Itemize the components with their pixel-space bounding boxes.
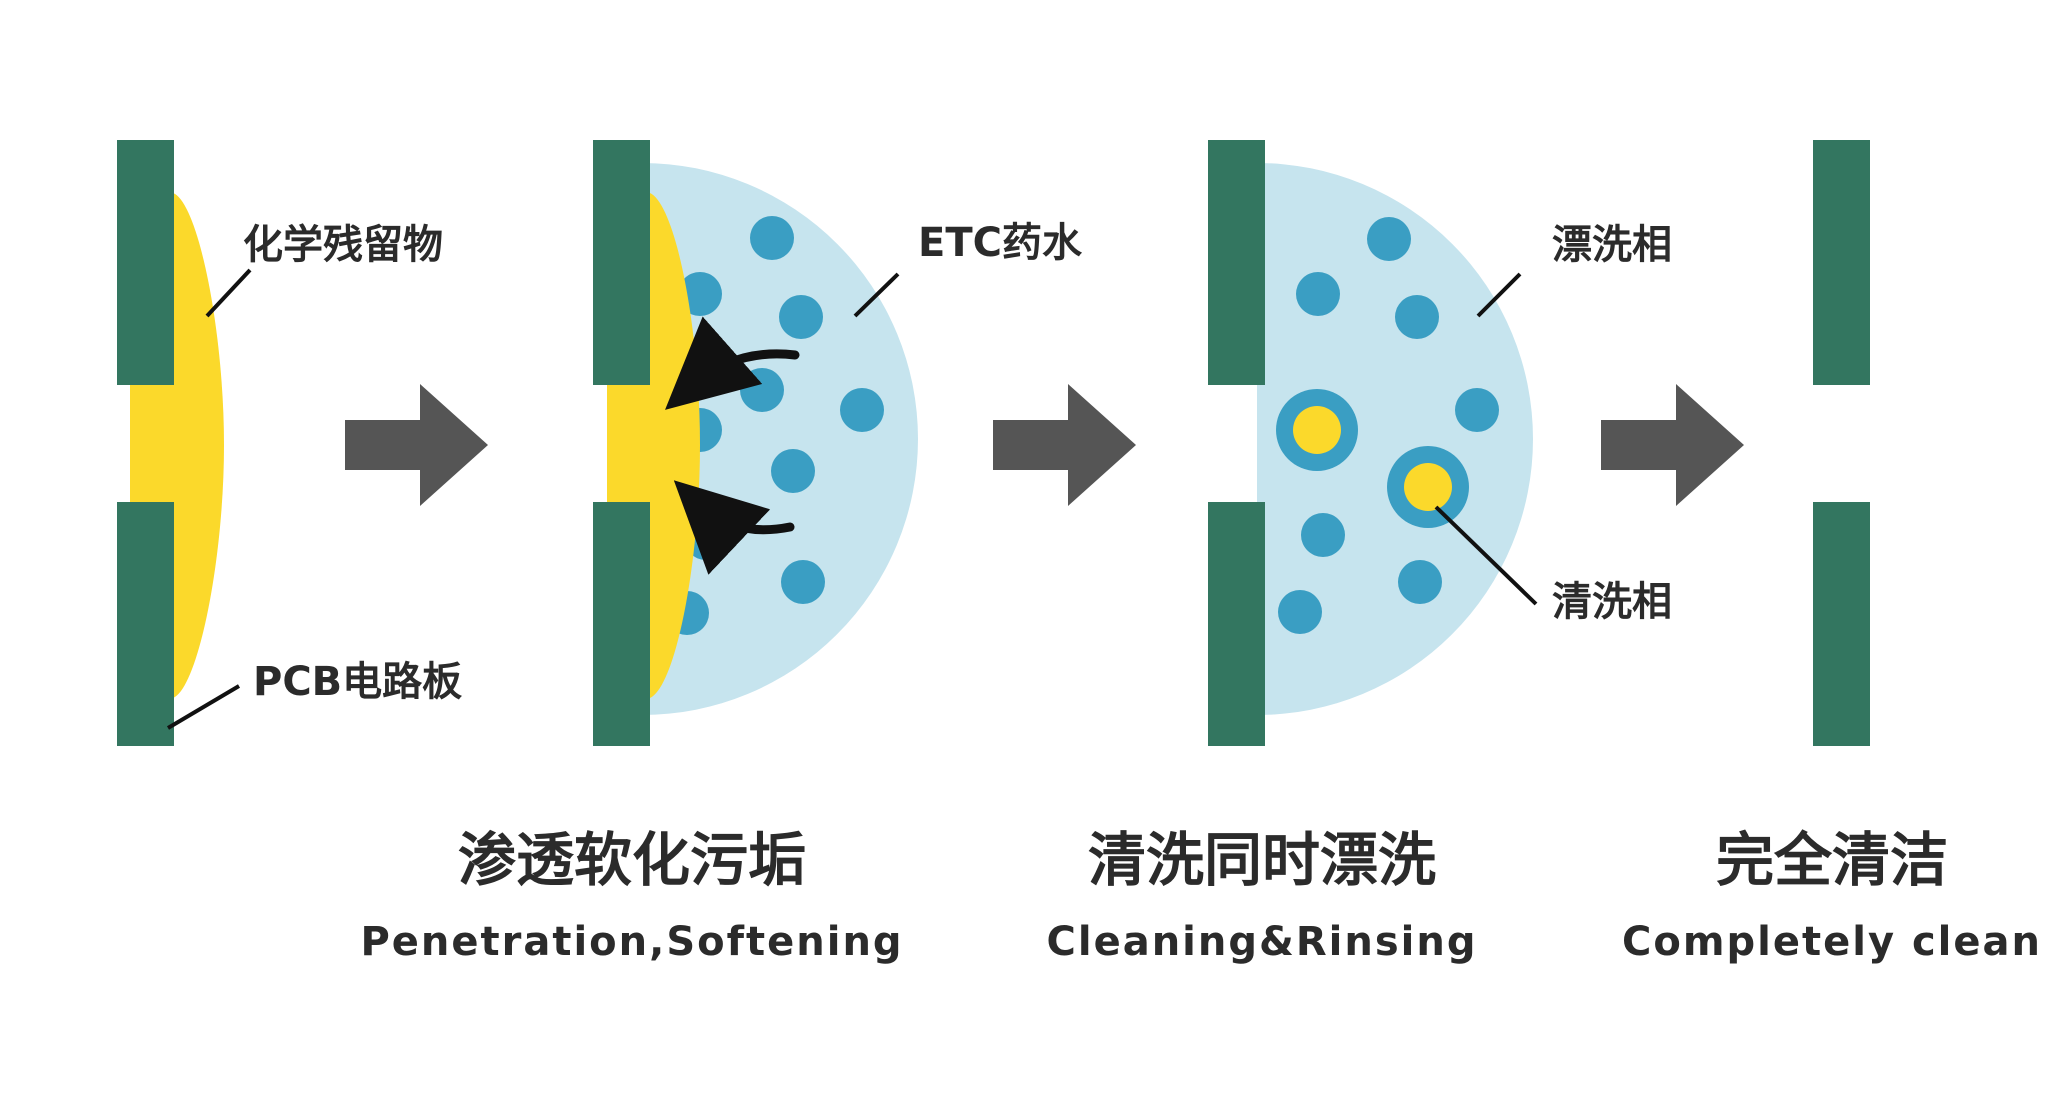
pcb-plate-bottom	[593, 502, 650, 746]
right-arrow-icon	[1601, 384, 1744, 506]
rinse-leader-line	[1476, 272, 1522, 318]
solution-particle	[840, 388, 884, 432]
step-title-en: Penetration,Softening	[360, 919, 903, 965]
panel-clean	[1813, 140, 1870, 746]
clean-leader-line	[1434, 505, 1538, 606]
pcb-plate-top	[1813, 140, 1870, 385]
solution-particle	[750, 216, 794, 260]
solution-particle	[1278, 590, 1322, 634]
solution-particle	[1296, 272, 1340, 316]
etc-label: ETC药水	[918, 220, 1083, 266]
step-caption-cleaning: 清洗同时漂洗 Cleaning&Rinsing	[1047, 826, 1478, 965]
panel-penetration: ETC药水	[593, 140, 1083, 746]
solution-particle	[1455, 388, 1499, 432]
pcb-plate-bottom	[117, 502, 174, 746]
solution-particle	[1395, 295, 1439, 339]
pcb-plate-bottom	[1813, 502, 1870, 746]
pcb-leader-line	[166, 684, 241, 730]
right-arrow-icon	[993, 384, 1136, 506]
panel-cleaning: 漂洗相 清洗相	[1208, 140, 1672, 746]
solution-particle	[1301, 513, 1345, 557]
pcb-plate-top	[1208, 140, 1265, 385]
panel-residue: 化学残留物 PCB电路板	[117, 140, 462, 746]
step-caption-penetration: 渗透软化污垢 Penetration,Softening	[360, 826, 903, 965]
step-title-en: Completely clean	[1622, 919, 2042, 965]
step-title-cn: 清洗同时漂洗	[1088, 826, 1436, 894]
encapsulated-residue-core	[1404, 463, 1452, 511]
etc-leader-line	[853, 272, 900, 318]
solution-particle	[771, 449, 815, 493]
clean-phase-label: 清洗相	[1552, 579, 1672, 625]
pcb-label: PCB电路板	[253, 659, 462, 705]
pcb-plate-bottom	[1208, 502, 1265, 746]
pcb-plate-top	[593, 140, 650, 385]
residue-leader-line	[205, 268, 252, 318]
right-arrow-icon	[345, 384, 488, 506]
curved-arrow-icon	[673, 480, 795, 575]
solution-particle	[740, 368, 784, 412]
pcb-plate-top	[117, 140, 174, 385]
step-title-cn: 完全清洁	[1716, 826, 1948, 894]
solution-particle	[1367, 217, 1411, 261]
step-title-cn: 渗透软化污垢	[458, 826, 806, 894]
rinse-phase-label: 漂洗相	[1552, 222, 1672, 268]
curved-arrow-icon	[665, 316, 800, 410]
step-title-en: Cleaning&Rinsing	[1047, 919, 1478, 965]
solution-particle	[781, 560, 825, 604]
encapsulated-residue-core	[1293, 406, 1341, 454]
solution-particle	[779, 295, 823, 339]
step-caption-clean: 完全清洁 Completely clean	[1622, 826, 2042, 965]
residue-label: 化学残留物	[243, 222, 443, 268]
solution-particle	[1398, 560, 1442, 604]
